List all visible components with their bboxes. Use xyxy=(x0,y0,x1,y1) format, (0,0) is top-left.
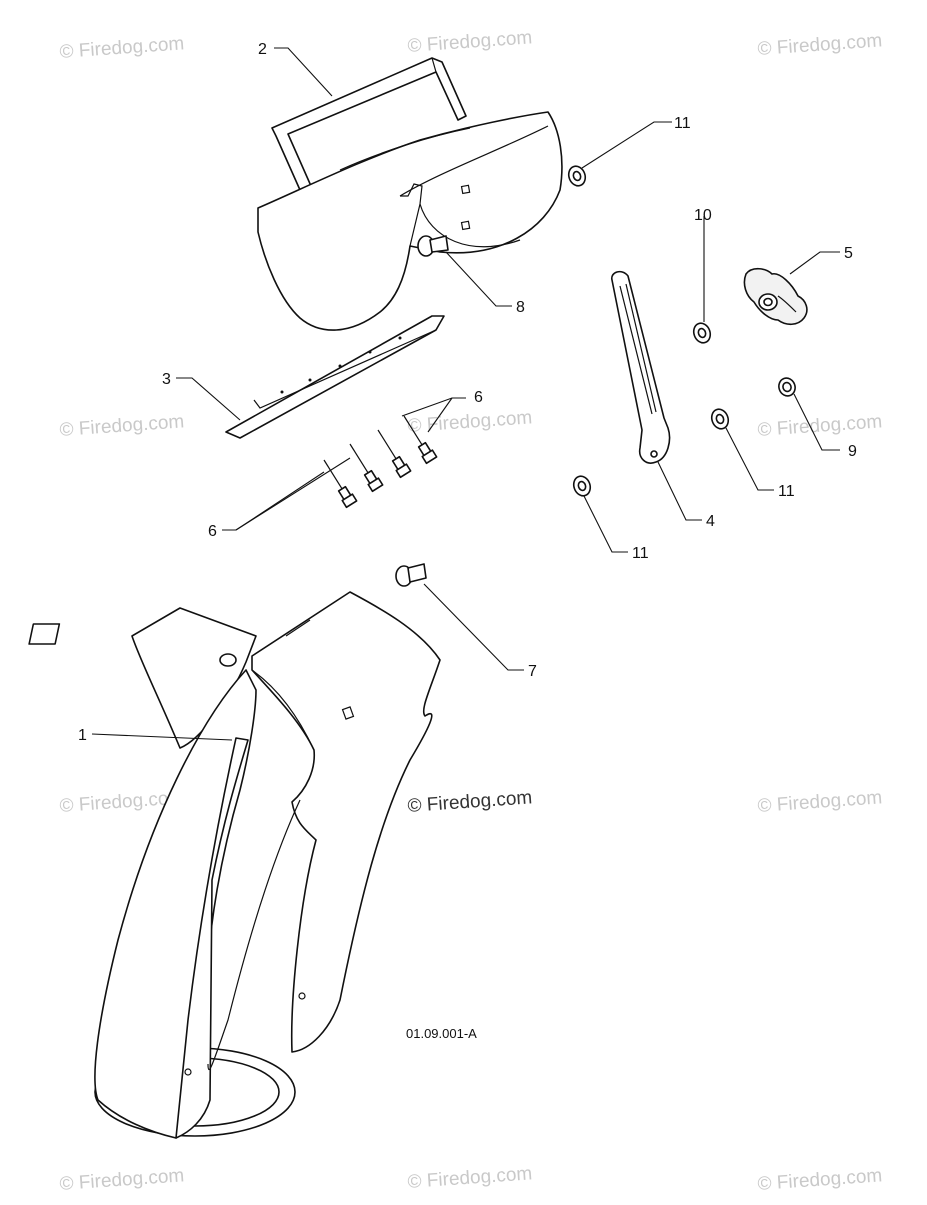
part-6-rivets xyxy=(323,415,438,509)
watermark-text: © Firedog.com xyxy=(407,27,533,57)
part-7-bolt xyxy=(395,563,427,587)
part-9-nut xyxy=(778,377,796,397)
part-1-chute xyxy=(28,591,441,1139)
part-11-washer xyxy=(710,408,730,430)
callout-label-7: 7 xyxy=(528,663,537,680)
part-3-wear-strip xyxy=(225,315,445,439)
callout-label-9: 9 xyxy=(848,443,857,460)
callout-label-1: 1 xyxy=(78,727,87,744)
watermark-text: © Firedog.com xyxy=(757,787,883,817)
watermark-text: © Firedog.com xyxy=(757,1165,883,1195)
watermark-text: © Firedog.com xyxy=(757,30,883,60)
callout-label-3: 3 xyxy=(162,371,171,388)
watermark-text: © Firedog.com xyxy=(407,407,533,437)
drawing-code: 01.09.001-A xyxy=(406,1026,477,1041)
part-2-deflector-hood xyxy=(257,111,563,331)
part-10-washer xyxy=(692,322,712,344)
part-11-washer xyxy=(572,475,592,497)
callout-label-5: 5 xyxy=(844,245,853,262)
watermark-text: © Firedog.com xyxy=(59,1165,185,1195)
callout-label-2: 2 xyxy=(258,41,267,58)
callout-labels: 2 11 10 5 8 3 6 9 11 6 4 11 7 1 xyxy=(78,41,857,744)
watermark-layer: © Firedog.com © Firedog.com © Firedog.co… xyxy=(59,27,883,1195)
callout-label-6: 6 xyxy=(474,389,483,406)
callout-label-10: 10 xyxy=(694,207,712,224)
part-4-slotted-bracket xyxy=(611,270,671,464)
callout-label-4: 4 xyxy=(706,513,715,530)
part-11-washer xyxy=(567,165,587,187)
leader-lines xyxy=(91,47,840,741)
part-5-wing-knob xyxy=(743,267,808,326)
watermark-text: © Firedog.com xyxy=(59,33,185,63)
watermark-text: © Firedog.com xyxy=(59,411,185,441)
watermark-main-text: © Firedog.com xyxy=(407,787,533,817)
callout-label-11: 11 xyxy=(674,115,691,132)
callout-label-8: 8 xyxy=(516,299,525,316)
callout-label-6: 6 xyxy=(208,523,217,540)
watermark-text: © Firedog.com xyxy=(407,1163,533,1193)
callout-label-11: 11 xyxy=(632,545,649,562)
callout-label-11: 11 xyxy=(778,483,795,500)
watermark-text: © Firedog.com xyxy=(757,411,883,441)
part-8-bolt xyxy=(417,235,449,257)
